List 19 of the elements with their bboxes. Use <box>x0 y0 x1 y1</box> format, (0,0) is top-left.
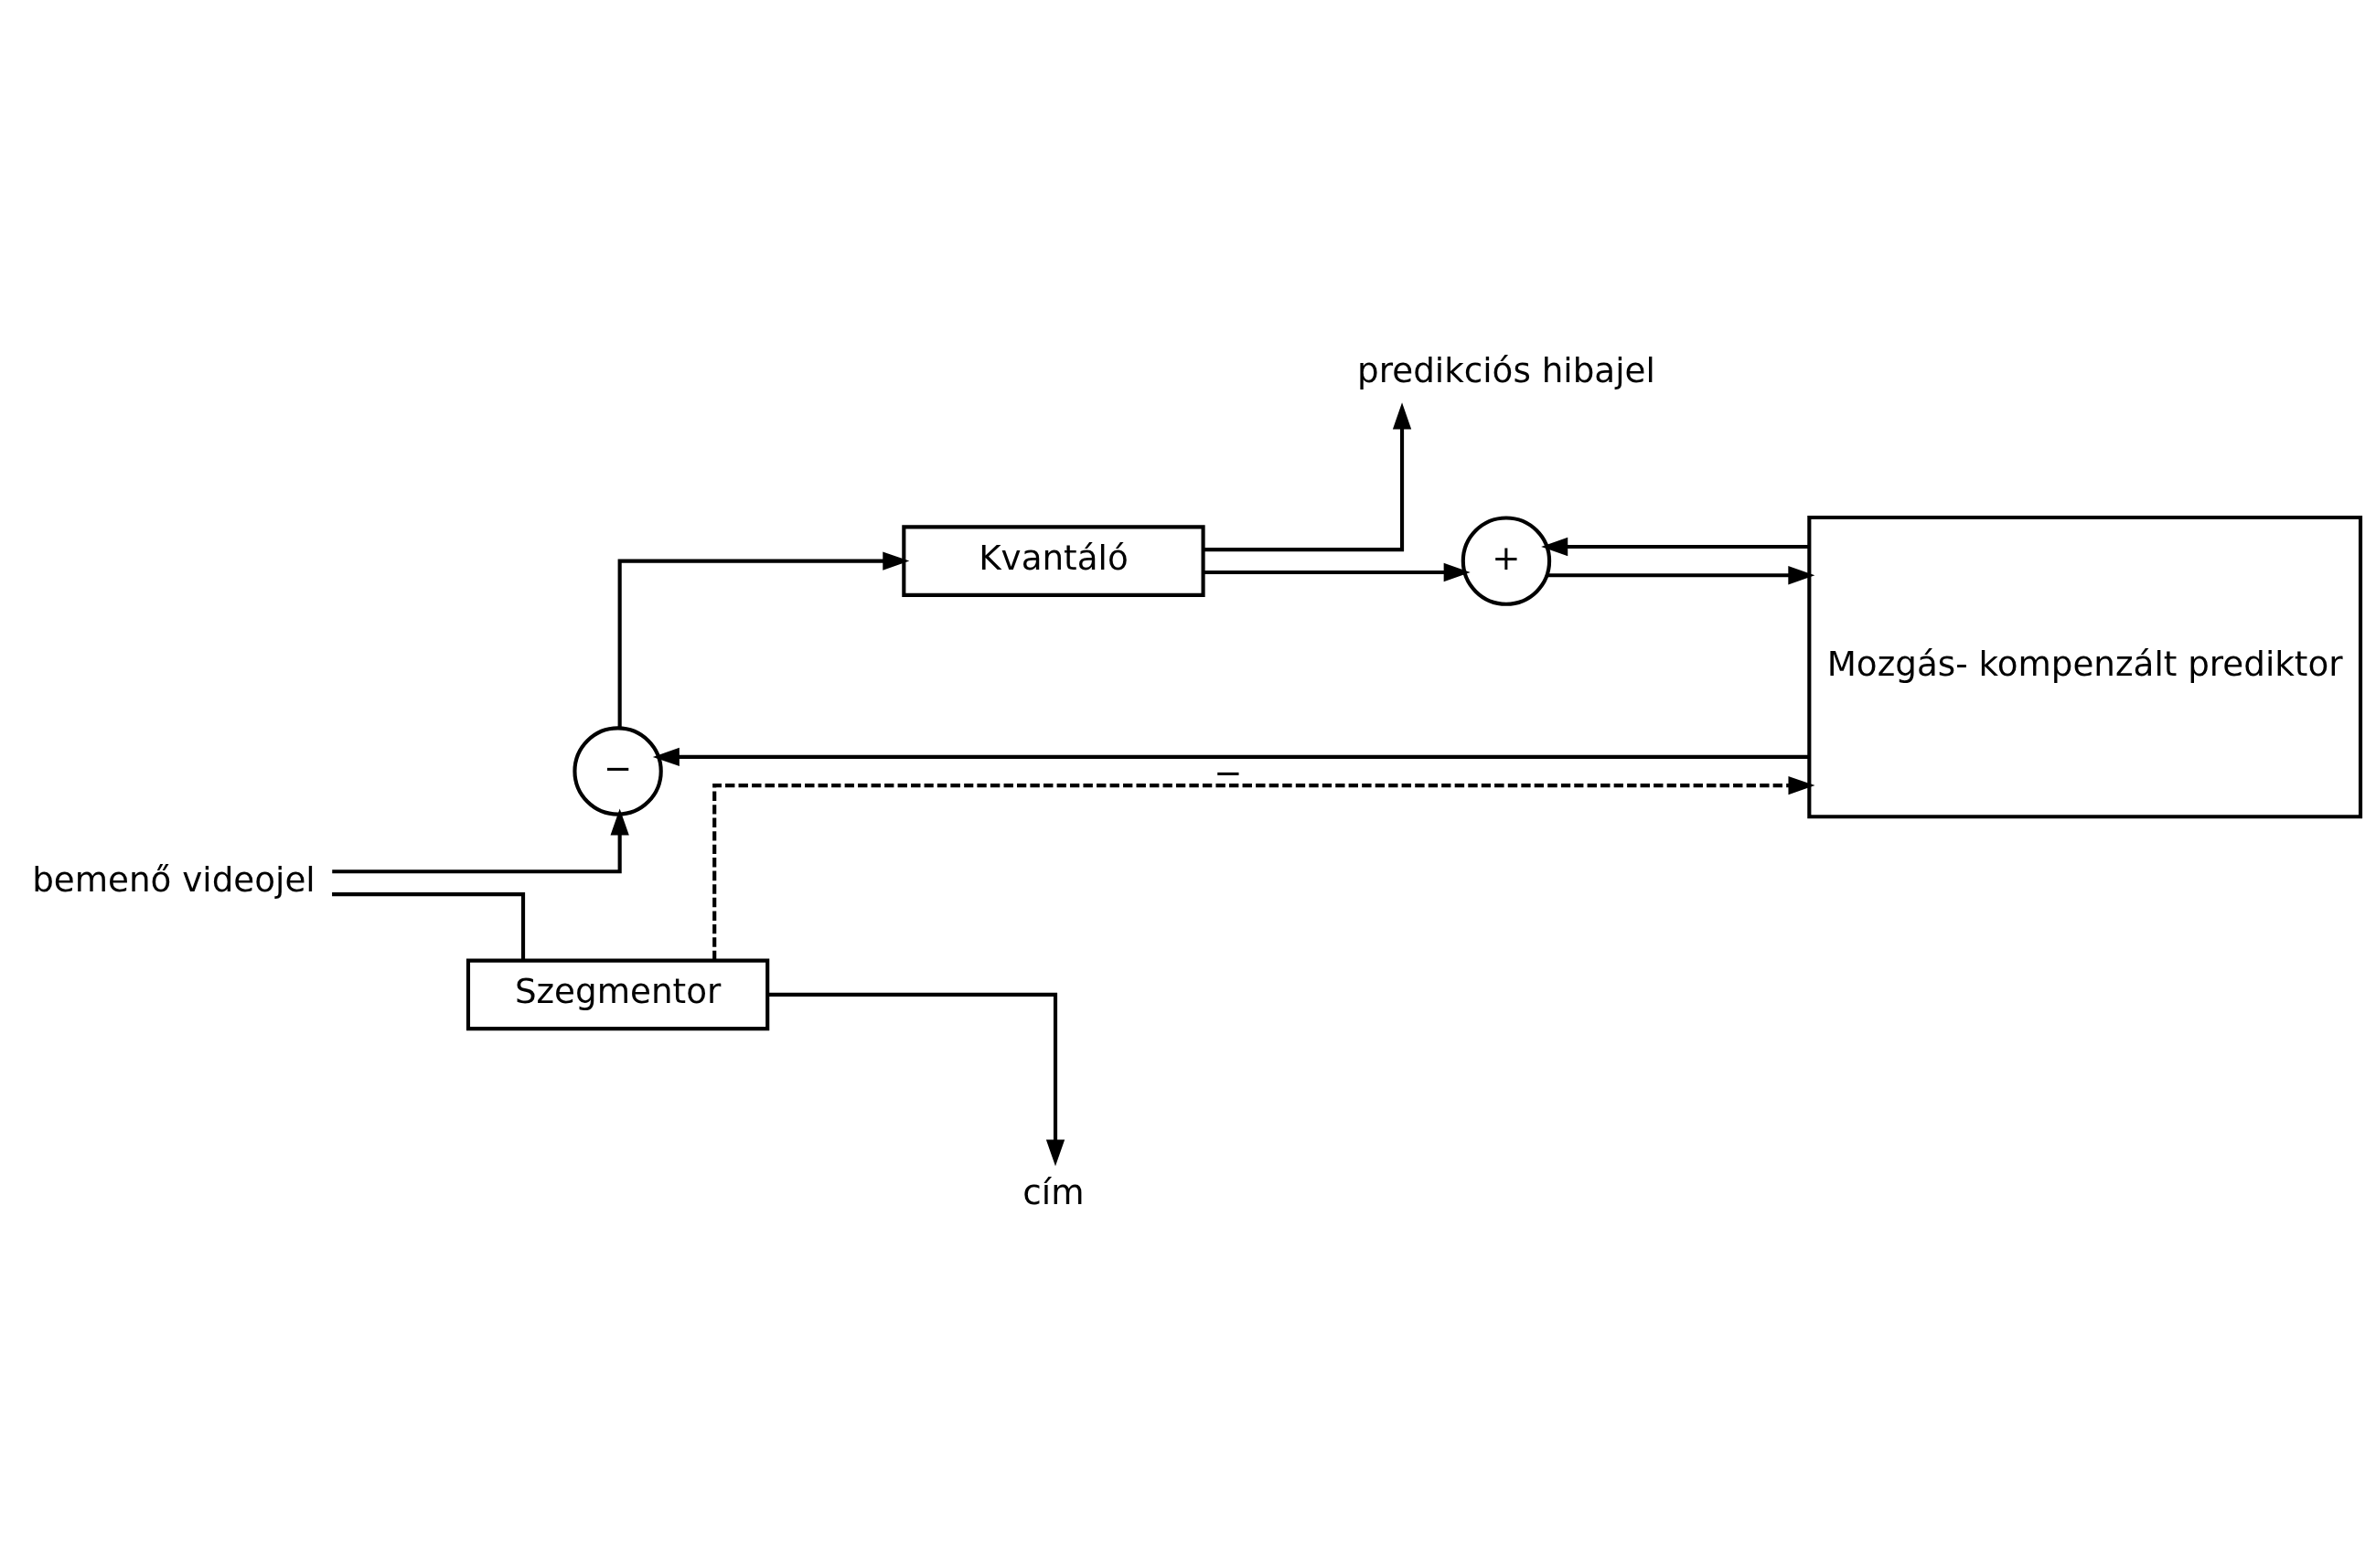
arrow <box>332 807 629 873</box>
connector <box>332 891 526 960</box>
node-circle: + <box>1461 515 1552 606</box>
node-circle: − <box>573 725 663 816</box>
node-box: Szegmentor <box>466 958 770 1030</box>
node-text: bemenő videojel <box>32 859 316 900</box>
node-box: Mozgás- kompenzált prediktor <box>1807 515 2363 818</box>
arrow <box>617 550 910 728</box>
arrow <box>1547 565 1815 584</box>
arrow <box>712 775 1815 960</box>
node-box: Kvantáló <box>902 524 1205 597</box>
node-text: predikciós hibajel <box>1357 349 1655 390</box>
arrow <box>1203 401 1412 551</box>
node-text: cím <box>1022 1171 1085 1212</box>
arrow <box>652 747 1809 766</box>
arrow <box>767 992 1065 1166</box>
arrow <box>1541 537 1810 556</box>
arrow <box>1204 562 1471 581</box>
edge-label: − <box>1214 752 1243 793</box>
